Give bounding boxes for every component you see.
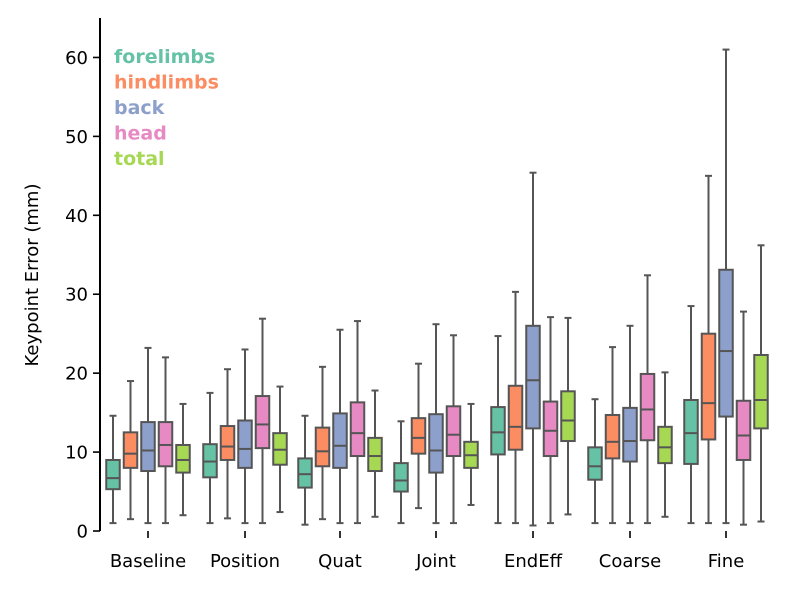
x-tick-label: EndEff [504, 551, 563, 572]
box-iqr [237, 419, 253, 469]
box-total [753, 244, 769, 523]
box-back [332, 328, 348, 525]
box-hindlimbs [314, 365, 331, 521]
box-iqr [604, 413, 621, 460]
y-tick-label: 60 [65, 48, 88, 69]
box-iqr [490, 406, 506, 456]
box-iqr [314, 426, 331, 468]
box-iqr [140, 421, 156, 473]
box-total [463, 402, 479, 506]
x-tick-label: Baseline [110, 551, 186, 572]
box-iqr [219, 425, 236, 461]
box-total [657, 371, 673, 518]
x-tick-label: Joint [415, 551, 456, 572]
y-tick-label: 40 [65, 206, 88, 227]
box-head [445, 334, 462, 525]
y-tick-label: 50 [65, 127, 88, 148]
box-total [175, 402, 191, 517]
legend-entry-head: head [114, 123, 167, 145]
box-iqr [175, 443, 191, 474]
box-iqr [122, 431, 139, 469]
box-iqr [587, 446, 603, 481]
boxes-layer [105, 48, 769, 527]
box-iqr [254, 395, 271, 450]
box-iqr [349, 401, 366, 458]
box-head [254, 317, 271, 525]
legend-entry-hindlimbs: hindlimbs [114, 72, 219, 94]
x-tick-label: Fine [708, 551, 745, 572]
box-hindlimbs [122, 380, 139, 521]
box-iqr [367, 436, 383, 473]
box-head [735, 310, 752, 526]
box-iqr [332, 412, 348, 469]
legend-entry-total: total [114, 148, 165, 170]
box-back [140, 346, 156, 525]
x-ticks: Baseline Position Quat Joint EndEff Coarse Fin… [110, 531, 744, 572]
box-head [349, 320, 366, 525]
box-forelimbs [297, 414, 313, 526]
box-back [237, 348, 253, 525]
box-back [622, 324, 638, 525]
box-iqr [393, 462, 409, 493]
y-ticks: 0 10 20 30 40 50 60 [65, 48, 100, 543]
box-total [272, 385, 288, 514]
legend-entry-forelimbs: forelimbs [114, 46, 215, 68]
box-head [639, 274, 656, 525]
box-back [718, 48, 734, 525]
y-tick-label: 0 [77, 522, 88, 543]
box-hindlimbs [507, 290, 524, 525]
box-iqr [297, 457, 313, 489]
box-iqr [753, 354, 769, 430]
box-hindlimbs [700, 174, 717, 525]
x-tick-label: Quat [318, 551, 362, 572]
box-iqr [525, 324, 541, 430]
box-iqr [542, 400, 559, 458]
box-head [157, 356, 174, 525]
box-iqr [700, 332, 717, 441]
x-tick-label: Coarse [599, 551, 661, 572]
box-total [560, 316, 576, 516]
x-tick-label: Position [210, 551, 280, 572]
box-total [367, 389, 383, 518]
box-back [428, 323, 444, 525]
box-iqr [105, 458, 121, 491]
box-forelimbs [105, 414, 121, 525]
box-iqr [657, 425, 673, 465]
y-tick-label: 20 [65, 364, 88, 385]
box-iqr [683, 398, 699, 465]
box-head [542, 316, 559, 525]
box-iqr [410, 417, 427, 455]
y-tick-label: 30 [65, 285, 88, 306]
box-iqr [428, 413, 444, 474]
box-iqr [639, 372, 656, 442]
axes-layer: 0 10 20 30 40 50 60 Baseline Position Quat Joint E… [22, 18, 744, 572]
box-iqr [622, 406, 638, 463]
box-forelimbs [202, 391, 218, 525]
box-forelimbs [490, 335, 506, 525]
box-iqr [735, 399, 752, 461]
box-iqr [507, 384, 524, 451]
box-forelimbs [587, 398, 603, 525]
box-hindlimbs [604, 346, 621, 525]
box-iqr [560, 390, 576, 443]
y-axis-label: Keypoint Error (mm) [22, 184, 43, 367]
box-hindlimbs [219, 368, 236, 520]
box-iqr [718, 268, 734, 418]
box-iqr [445, 405, 462, 458]
y-tick-label: 10 [65, 443, 88, 464]
box-hindlimbs [410, 362, 427, 510]
box-back [525, 171, 541, 527]
legend: forelimbs hindlimbs back head total [114, 46, 219, 170]
box-forelimbs [393, 420, 409, 525]
legend-entry-back: back [114, 97, 165, 119]
box-forelimbs [683, 305, 699, 525]
